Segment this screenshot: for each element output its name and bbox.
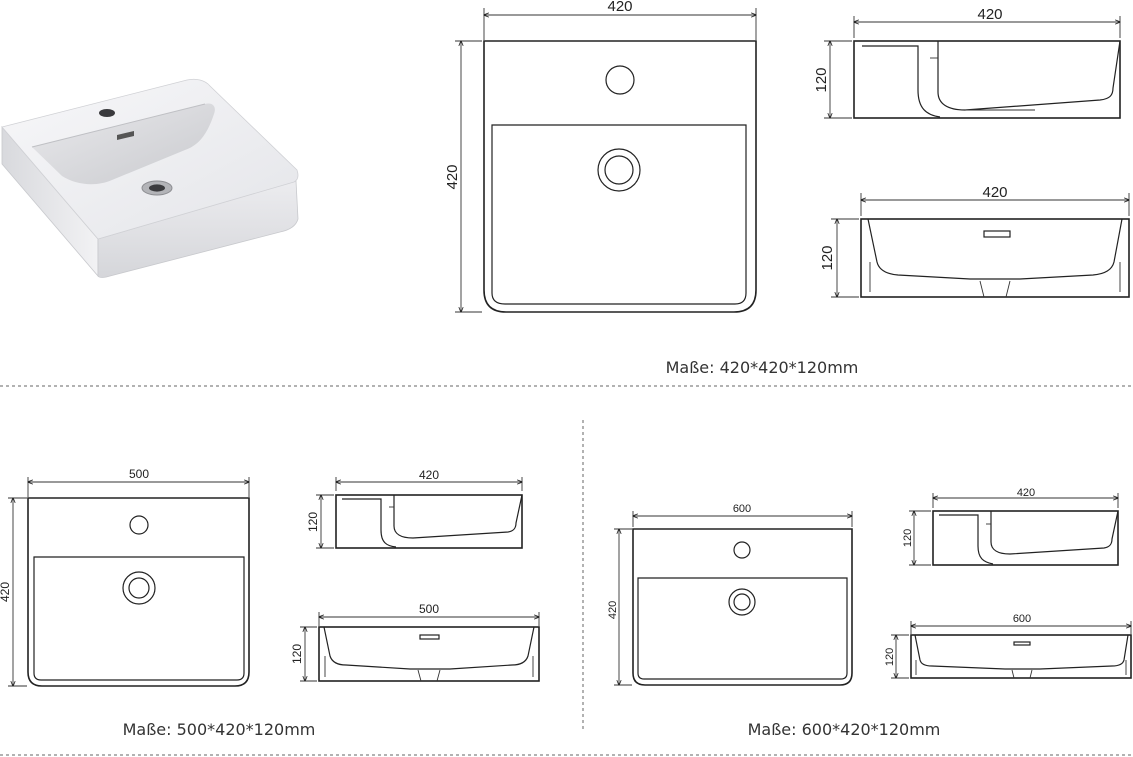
side-width-label: 420 xyxy=(1017,487,1035,499)
front-view-600: 600 120 xyxy=(884,613,1132,679)
plan-depth-label: 420 xyxy=(0,582,12,602)
overflow-slot xyxy=(117,131,134,140)
side-view-500: 420 120 xyxy=(306,468,523,549)
front-height-label: 120 xyxy=(290,644,304,664)
plan-view-500: 500 420 xyxy=(0,467,250,687)
plan-width-label: 600 xyxy=(733,503,751,515)
front-view-500: 500 120 xyxy=(290,602,540,682)
caption-500: Maße: 500*420*120mm xyxy=(123,720,316,739)
caption-600: Maße: 600*420*120mm xyxy=(748,720,941,739)
plan-view-420: 420 420 xyxy=(444,0,757,313)
side-width-label: 420 xyxy=(977,6,1002,23)
basin-rendering xyxy=(1,78,299,278)
plan-view-600: 600 420 xyxy=(607,503,853,686)
side-height-label: 120 xyxy=(902,529,914,547)
side-height-label: 120 xyxy=(813,67,830,92)
front-view-420: 420 120 xyxy=(819,184,1130,298)
caption-420: Maße: 420*420*120mm xyxy=(666,358,859,377)
plan-width-label: 500 xyxy=(129,467,149,481)
side-width-label: 420 xyxy=(419,468,439,482)
faucet-hole xyxy=(99,109,115,117)
front-width-label: 500 xyxy=(419,602,439,616)
side-height-label: 120 xyxy=(306,512,320,532)
front-height-label: 120 xyxy=(819,245,836,270)
plan-depth-label: 420 xyxy=(444,164,461,189)
side-view-600: 420 120 xyxy=(902,487,1119,566)
plan-depth-label: 420 xyxy=(607,601,619,619)
side-view-420: 420 120 xyxy=(813,6,1121,119)
plan-width-label: 420 xyxy=(607,0,632,15)
front-width-label: 420 xyxy=(982,184,1007,201)
front-height-label: 120 xyxy=(884,648,896,666)
front-width-label: 600 xyxy=(1013,613,1031,625)
